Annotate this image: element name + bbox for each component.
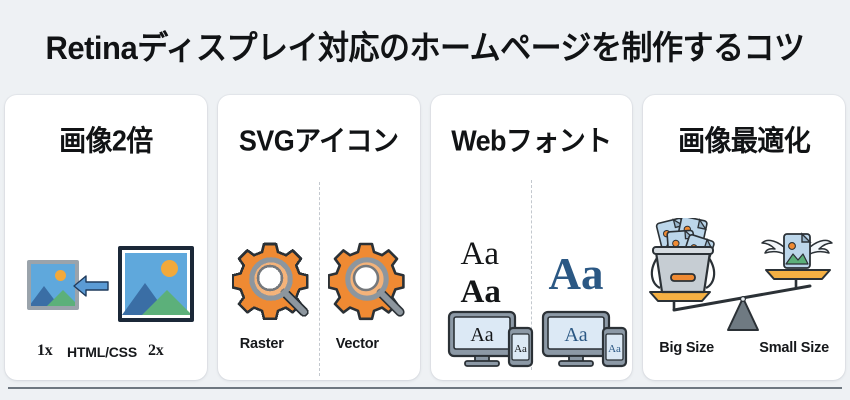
label-vector: Vector (335, 336, 379, 352)
svg-text:Aa: Aa (514, 343, 527, 355)
dashed-divider (531, 180, 533, 370)
winged-image-file-icon (761, 232, 833, 269)
label-html-css: HTML/CSS (67, 344, 137, 360)
gear-magnifier-pixelated-icon (231, 240, 316, 324)
hill-green (142, 290, 190, 315)
card-graphic-area: Big Size Small Size (643, 158, 845, 380)
card-graphic-area: Aa Aa Aa Aa (431, 158, 633, 380)
picture-icon-small (27, 260, 79, 310)
card-title: SVGアイコン (238, 125, 399, 157)
bottom-divider (8, 387, 842, 389)
arrow-left-icon (73, 275, 109, 297)
dashed-divider (318, 182, 320, 376)
svg-text:Aa: Aa (470, 324, 493, 346)
page-title: Retinaディスプレイ対応のホームページを制作するコツ (45, 29, 805, 67)
label-2x: 2x (148, 342, 164, 359)
card-image-2x[interactable]: 画像2倍 (5, 95, 207, 380)
hill-green (47, 290, 75, 306)
sun (161, 260, 178, 277)
font-sample-left-bottom: Aa (460, 274, 501, 310)
label-raster: Raster (239, 336, 284, 352)
svg-text:Aa: Aa (564, 324, 587, 346)
picture-icon-large (118, 246, 194, 322)
gear-magnifier-smooth-icon (327, 240, 412, 324)
card-graphic-area: 1x HTML/CSS 2x (5, 158, 207, 380)
card-row: 画像2倍 (5, 95, 845, 380)
card-title: 画像最適化 (678, 125, 811, 157)
card-web-font[interactable]: Webフォント Aa Aa Aa (430, 95, 633, 380)
label-1x: 1x (37, 342, 53, 359)
label-small-size: Small Size (759, 340, 829, 356)
label-big-size: Big Size (659, 340, 715, 356)
card-svg-icon[interactable]: SVGアイコン (217, 95, 420, 380)
monitor-phone-icon-left: Aa Aa (447, 310, 537, 373)
svg-text:Aa: Aa (608, 343, 621, 355)
font-sample-left-top: Aa (460, 236, 499, 272)
card-image-optimize[interactable]: 画像最適化 (643, 95, 845, 380)
card-title: Webフォント (451, 125, 612, 157)
balance-scale (648, 215, 845, 353)
card-title: 画像2倍 (59, 125, 153, 157)
bucket-of-images-icon (651, 215, 716, 294)
font-sample-right-big: Aa (548, 249, 604, 299)
monitor-phone-icon-right: Aa Aa (541, 310, 631, 373)
sun (55, 270, 66, 281)
card-graphic-area: Raster Vector (218, 158, 420, 380)
